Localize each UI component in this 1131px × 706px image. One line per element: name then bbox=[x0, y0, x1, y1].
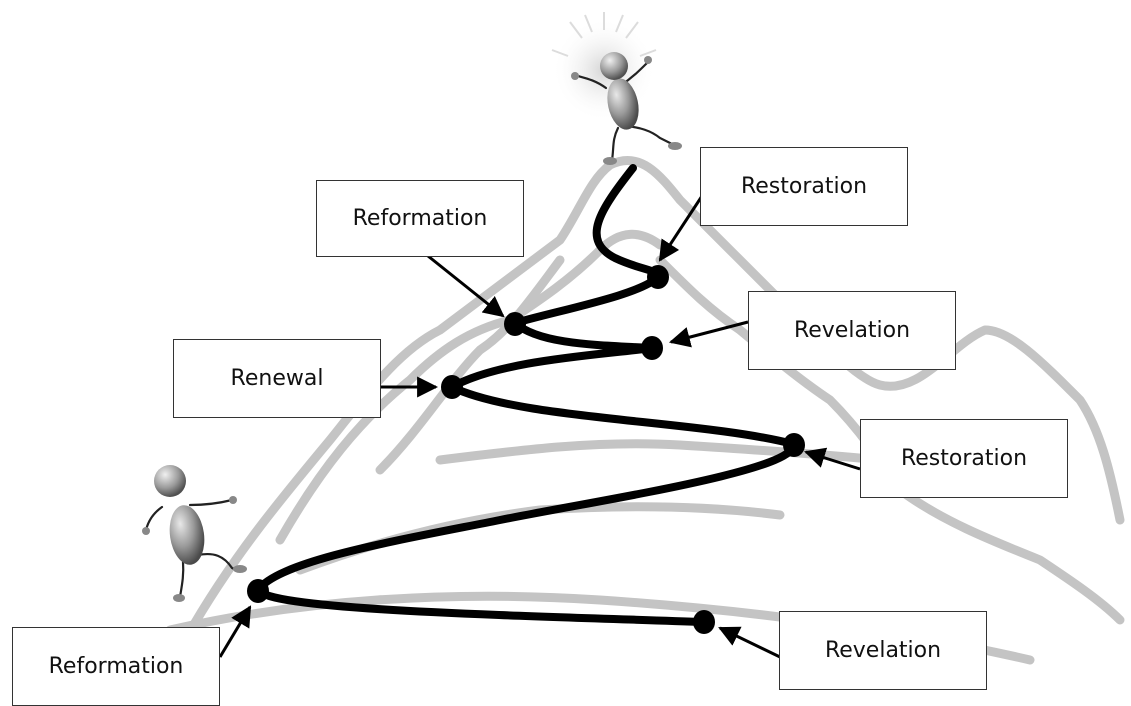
arrow-revelation-mid bbox=[668, 320, 749, 348]
milestone-dot-renewal bbox=[441, 375, 463, 399]
milestone-dot-reformation-top bbox=[504, 312, 526, 336]
milestone-dot-reformation-bottom bbox=[247, 579, 269, 603]
milestone-dot-restoration-right bbox=[783, 433, 805, 457]
milestone-dot-restoration-top bbox=[647, 265, 669, 289]
mountain-ridge-left bbox=[375, 255, 565, 475]
label-reformation-bottom: Reformation bbox=[12, 627, 220, 706]
milestone-dots bbox=[247, 265, 805, 634]
label-restoration-right: Restoration bbox=[860, 419, 1068, 498]
arrow-reformation-top bbox=[427, 254, 505, 318]
celebrating-figure-icon bbox=[571, 52, 682, 165]
label-restoration-top: Restoration bbox=[700, 147, 908, 226]
mountain-ridge-mid bbox=[435, 439, 885, 465]
glow-rays bbox=[551, 12, 657, 57]
arrow-reformation-bottom bbox=[218, 605, 252, 658]
milestone-dot-revelation-mid bbox=[641, 336, 663, 360]
arrow-restoration-top bbox=[658, 195, 704, 262]
label-revelation-bottom: Revelation bbox=[779, 611, 987, 690]
label-reformation-top: Reformation bbox=[316, 180, 524, 257]
arrow-restoration-right bbox=[803, 447, 861, 471]
label-renewal: Renewal bbox=[173, 339, 381, 418]
pointer-arrows bbox=[218, 195, 861, 659]
milestone-dot-revelation-bottom bbox=[693, 610, 715, 634]
climbing-figure-icon bbox=[142, 465, 247, 602]
mountain-outline-inner bbox=[275, 229, 665, 545]
label-revelation-mid: Revelation bbox=[748, 291, 956, 370]
arrow-revelation-bottom bbox=[718, 626, 781, 659]
